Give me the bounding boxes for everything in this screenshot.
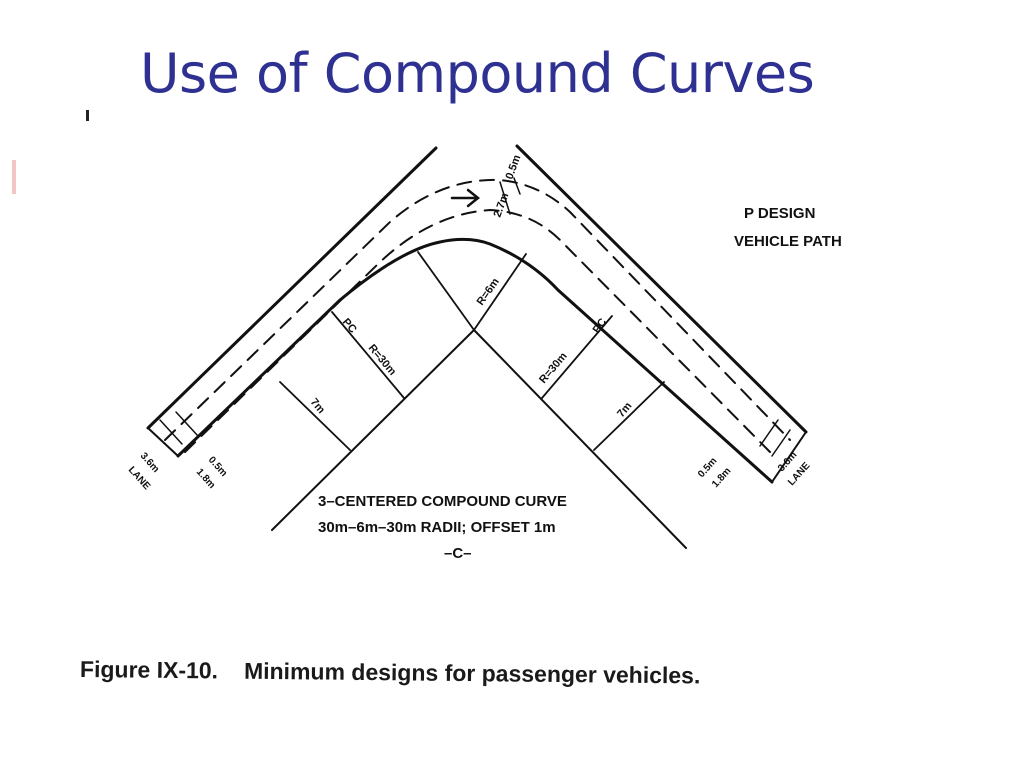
centre-line-left — [271, 329, 475, 531]
edge-mark — [12, 160, 16, 194]
center-mark: –C– — [444, 545, 472, 562]
centre-line-right — [473, 329, 687, 549]
lane-end-left — [147, 427, 179, 457]
vehicle-path-inner — [184, 208, 771, 453]
outer-edge-right — [515, 144, 808, 434]
radius-line-center-left — [417, 251, 475, 331]
path-label-line2: VEHICLE PATH — [734, 233, 842, 250]
pc-left-label: PC — [340, 316, 359, 335]
curve-label-line2: 30m–6m–30m RADII; OFFSET 1m — [318, 519, 556, 536]
top-dim-line — [499, 177, 521, 215]
radius-right-label: R=30m — [537, 350, 570, 386]
curve-label-line1: 3–CENTERED COMPOUND CURVE — [318, 493, 567, 510]
radius-line-left-pc — [331, 311, 405, 399]
radius-line-center-right — [473, 253, 527, 331]
slide-title: Use of Compound Curves — [140, 42, 815, 105]
outer-edge-left — [146, 146, 438, 430]
lane-end-right — [771, 431, 807, 483]
figure-caption-text: Minimum designs for passenger vehicles. — [243, 657, 701, 689]
path-label-line1: P DESIGN — [744, 205, 815, 222]
dim-top-offset: 0.5m — [504, 153, 524, 181]
lane-tick-right — [759, 419, 791, 457]
inner-curve-edge — [176, 237, 774, 484]
offset-line-left — [279, 381, 351, 451]
radius-line-right-pc — [541, 315, 613, 399]
dim-right-7m: 7m — [615, 400, 635, 420]
vehicle-path-outer — [164, 178, 791, 441]
offset-line-right — [593, 381, 665, 451]
lane-tick-left — [159, 411, 199, 445]
dim-top-width: 2.7m — [492, 191, 512, 219]
path-arrow — [450, 188, 481, 208]
dim-left-7m: 7m — [308, 396, 328, 416]
figure-number: Figure IX-10. — [79, 656, 219, 684]
bullet-mark — [86, 110, 89, 121]
radius-center-label: R=6m — [475, 276, 502, 308]
